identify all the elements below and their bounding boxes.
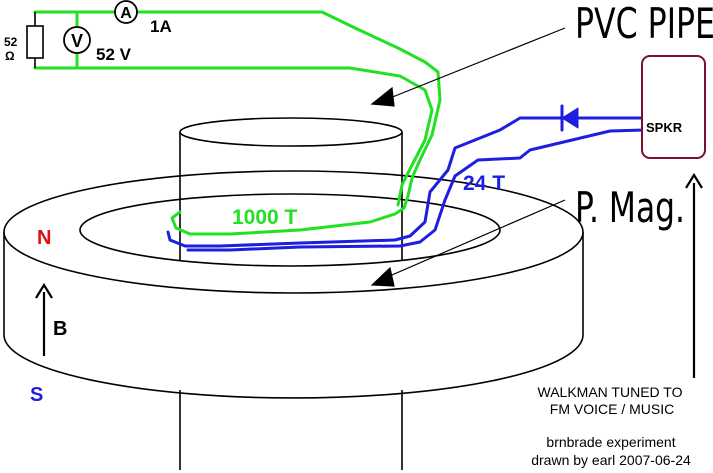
credit-line1: brnbrade experiment — [546, 434, 675, 450]
pvc-pipe-lower-walls — [179, 390, 403, 470]
secondary-turns-label: 24 T — [463, 172, 505, 195]
pvc-pointer-arrowhead — [370, 86, 395, 107]
walkman-label-line1: WALKMAN TUNED TO — [538, 384, 683, 400]
south-pole-label: S — [30, 384, 43, 406]
primary-wire-coil-outer — [33, 10, 442, 236]
resistor-icon — [26, 25, 44, 59]
secondary-coil — [166, 104, 647, 252]
secondary-wire-coil-inner — [186, 128, 647, 252]
voltmeter-icon — [63, 26, 91, 54]
walkman-arrowhead — [685, 172, 703, 189]
field-arrowhead — [35, 282, 53, 299]
resistor-unit-label: Ω — [5, 49, 15, 63]
ammeter-symbol: A — [120, 5, 132, 22]
magnet-pointer-arrowhead — [370, 266, 395, 287]
field-label: B — [53, 318, 67, 340]
magnet-label: P. Mag. — [575, 183, 685, 232]
magnet-bottom-edge — [3, 334, 584, 399]
pointer-arrows — [35, 27, 703, 378]
ammeter-reading: 1A — [150, 17, 172, 36]
pvc-pointer-line — [384, 27, 566, 101]
meter-circuit — [26, 0, 138, 68]
magnet-top-outer — [3, 170, 584, 294]
north-pole-label: N — [37, 227, 51, 249]
voltmeter-reading: 52 V — [96, 45, 132, 64]
magnet-pointer-line — [384, 199, 566, 279]
permanent-magnet — [3, 170, 584, 399]
ammeter-icon — [114, 0, 138, 24]
primary-turns-label: 1000 T — [232, 206, 298, 229]
magnet-top-inner — [79, 193, 501, 267]
walkman-label-line2: FM VOICE / MUSIC — [550, 401, 674, 417]
diode-icon — [561, 107, 579, 129]
pvc-pipe-top-rim — [179, 117, 403, 147]
resistor-value-label: 52 — [4, 35, 18, 49]
speaker-box — [641, 55, 706, 159]
speaker-label: SPKR — [646, 120, 683, 135]
voltmeter-symbol: V — [71, 31, 83, 51]
credit-line2: drawn by earl 2007-06-24 — [531, 452, 691, 468]
secondary-wire-coil-outer — [166, 116, 577, 248]
pvc-pipe-label: PVC PIPE — [575, 0, 713, 48]
text-labels: PVC PIPE P. Mag. 1000 T 24 T 52 Ω A 1A V… — [4, 0, 713, 468]
primary-wire-coil-inner — [33, 66, 434, 207]
